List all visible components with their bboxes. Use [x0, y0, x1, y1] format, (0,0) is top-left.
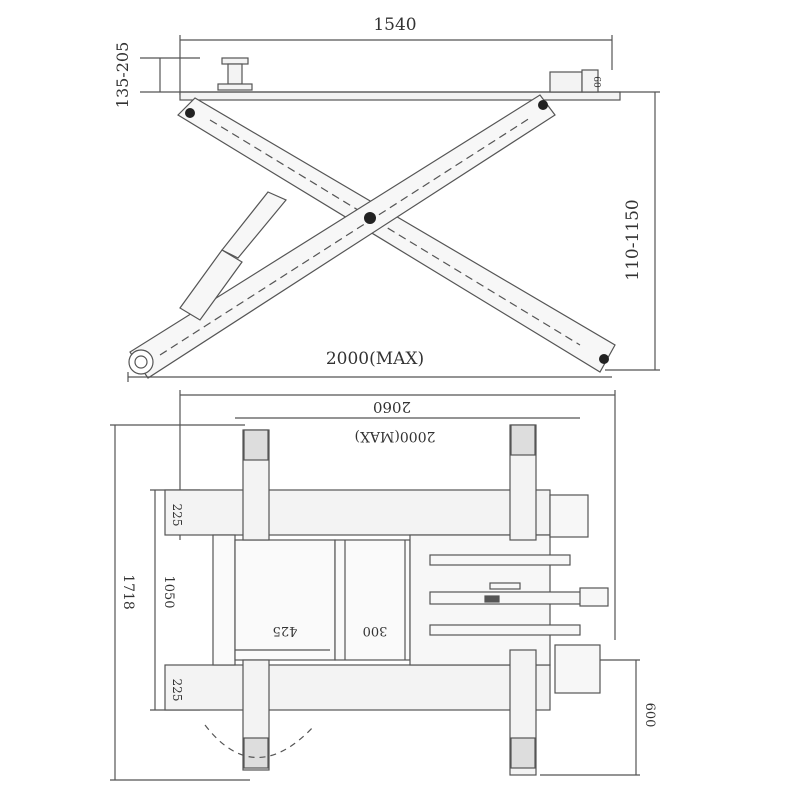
- label-overall-width: 1718: [120, 574, 136, 610]
- center-pivot: [364, 212, 376, 224]
- end-stop-block: [549, 69, 599, 93]
- left-crossbar: [212, 534, 236, 666]
- arm-bottom-left: [242, 659, 270, 771]
- right-end-mechanism: [409, 494, 609, 694]
- rubber-pad: [217, 57, 253, 91]
- pivot-bottom-right: [599, 354, 609, 364]
- pivot-top-left: [185, 108, 195, 118]
- center-section-right: [334, 539, 411, 661]
- bottom-rail: [164, 664, 551, 711]
- platform-plate: [179, 91, 621, 101]
- dim-platform-length-line: [179, 35, 613, 95]
- label-pad-height: 135-205: [113, 42, 132, 108]
- center-section-left: [234, 539, 336, 661]
- label-arm-reach: 600: [642, 703, 657, 728]
- label-overall-length: 2060: [373, 398, 411, 416]
- label-edge-top: 225: [170, 504, 184, 527]
- scissor-arm-2: [129, 94, 556, 379]
- label-platform-length: 1540: [373, 15, 416, 35]
- label-center-right: 300: [363, 623, 388, 638]
- label-max-length: 2000(MAX): [326, 349, 424, 369]
- arm-top-left: [242, 429, 270, 541]
- arm-bottom-right: [509, 649, 537, 776]
- pivot-top-right: [538, 100, 548, 110]
- arm-top-right: [509, 424, 537, 541]
- top-view: [110, 390, 640, 781]
- arm-swing-arc: [204, 724, 316, 758]
- top-rail: [164, 489, 551, 536]
- label-lift-height: 110-1150: [623, 199, 643, 280]
- roller-bottom-left: [128, 349, 154, 375]
- side-view: [127, 35, 660, 382]
- label-top-max-length: 2000(MAX): [355, 428, 436, 444]
- label-small-height: 60: [591, 76, 601, 88]
- label-edge-bottom: 225: [170, 679, 184, 702]
- hydraulic-cylinder: [179, 191, 287, 321]
- label-center-left: 425: [273, 623, 298, 638]
- scissor-arm-1: [177, 97, 616, 373]
- label-inner-width: 1050: [161, 575, 176, 608]
